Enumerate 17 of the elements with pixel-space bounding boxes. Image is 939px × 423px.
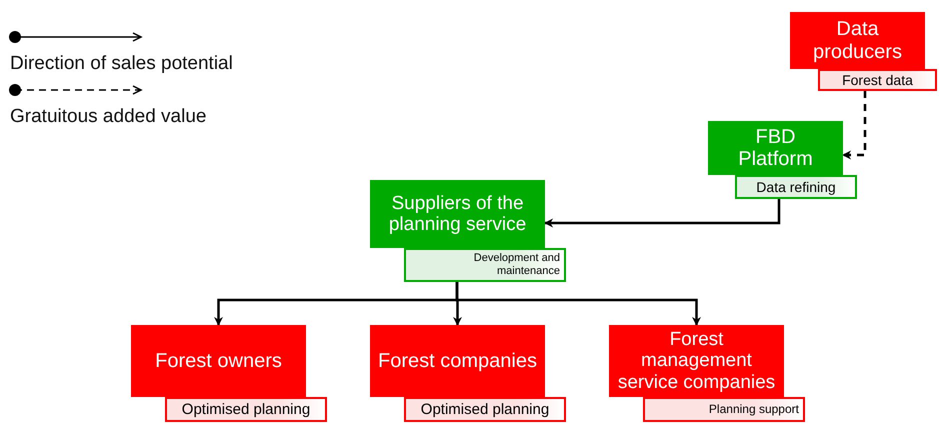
role-tag: Forest data	[818, 69, 937, 91]
dashed-arrow	[842, 91, 866, 160]
arrow	[456, 282, 701, 326]
arrow	[544, 199, 780, 228]
actor-box: Suppliers of the planning service	[370, 180, 545, 248]
role-tag: Optimised planning	[165, 397, 327, 422]
role-tag: Data refining	[735, 175, 857, 199]
actor-box: Data producers	[790, 12, 925, 69]
legend-label: Gratuitous added value	[10, 106, 206, 128]
actor-box: FBD Platform	[708, 121, 843, 175]
actor-box: Forest management service companies	[609, 325, 784, 397]
role-tag: Planning support	[643, 397, 805, 422]
legend-label: Direction of sales potential	[10, 53, 233, 75]
actor-box: Forest owners	[131, 325, 306, 397]
role-tag: Development and maintenance	[404, 248, 566, 282]
actor-box: Forest companies	[370, 325, 545, 397]
role-tag: Optimised planning	[404, 397, 566, 422]
